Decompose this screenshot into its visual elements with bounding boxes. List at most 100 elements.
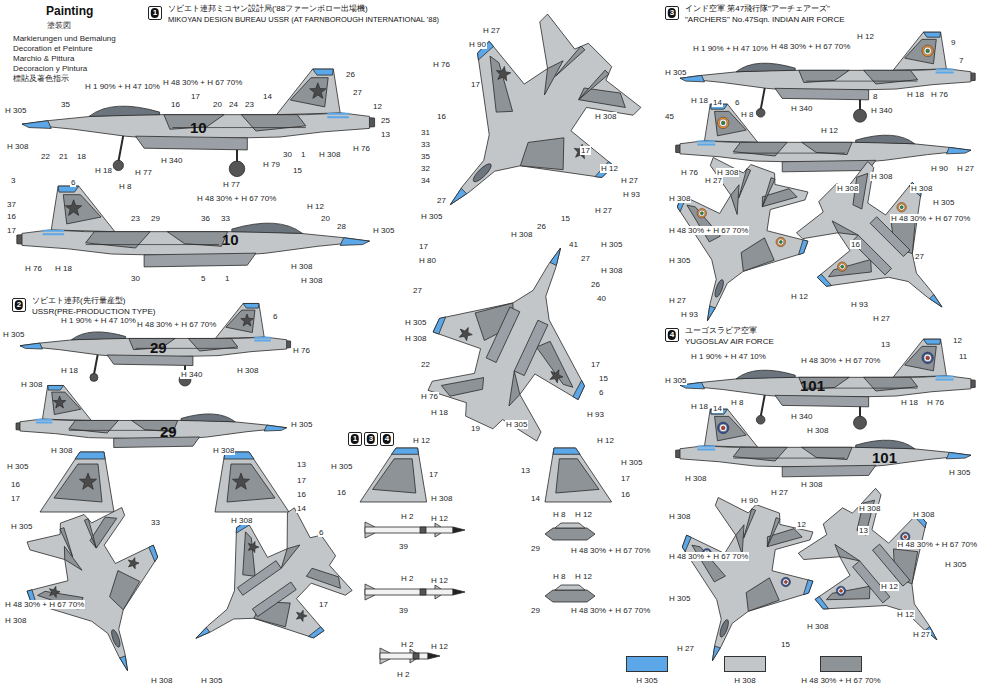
callout-label: 27	[914, 252, 925, 261]
callout-label: 15	[598, 374, 609, 383]
roundel	[721, 121, 725, 125]
callout-label: 12	[372, 102, 383, 111]
star-insignia	[47, 586, 61, 600]
side-view	[16, 385, 287, 447]
callout-label: 31	[420, 128, 431, 137]
callout-label: H 76	[432, 60, 451, 69]
tail-fin	[704, 409, 757, 447]
missile-nose	[428, 653, 440, 659]
roundel	[775, 236, 787, 248]
section-heading: "ARCHERS" No.47Sqn. INDIAN AIR FORCE	[685, 15, 845, 24]
radome	[340, 238, 369, 246]
callout-label: 16	[296, 490, 307, 499]
section-number-box: 2ソビエト連邦(先行量産型)USSR(PRE-PRODUCTION TYPE)	[12, 298, 26, 312]
callout-label: 12	[952, 336, 963, 345]
camouflage	[733, 447, 787, 461]
fin-view	[545, 448, 612, 502]
canopy	[713, 279, 725, 298]
star-insignia	[65, 200, 81, 216]
callout-label: 6	[70, 178, 76, 187]
callout-label: 9	[950, 38, 956, 47]
intake	[136, 136, 248, 150]
callout-label: 25	[380, 116, 391, 125]
top-view	[781, 473, 982, 683]
callout-label: 30	[130, 274, 141, 283]
missile-band	[420, 527, 426, 533]
callout-label: 26	[345, 70, 356, 79]
camouflage	[86, 232, 151, 248]
section-number: 1	[151, 8, 159, 18]
camouflage	[556, 459, 599, 493]
callout-label: H 1 90% + H 47 10%	[690, 352, 767, 361]
section-number: 4	[383, 434, 391, 444]
panel-line	[733, 153, 845, 154]
callout-label: H 308	[668, 512, 691, 521]
fin-tip	[923, 339, 940, 344]
camouflage	[799, 70, 849, 82]
top-view	[780, 145, 982, 354]
callout-label: 13	[520, 466, 531, 475]
pylon-body	[545, 590, 595, 602]
callout-label: 16	[336, 488, 347, 497]
callout-label: H 76	[352, 144, 371, 153]
callout-label: H 305	[664, 68, 687, 77]
callout-label: 29	[530, 544, 541, 553]
intake	[252, 582, 296, 617]
callout-label: H 308	[50, 446, 73, 455]
callout-label: 15	[292, 166, 303, 175]
callout-label: H 76	[24, 264, 43, 273]
roundel	[895, 201, 908, 214]
roundel	[717, 117, 729, 129]
callout-label: 32	[420, 164, 431, 173]
roundel	[780, 576, 792, 588]
callout-label: H 27	[668, 296, 687, 305]
camouflage	[740, 572, 785, 620]
callout-label: H 2	[400, 640, 414, 649]
camouflage	[241, 115, 306, 131]
airframe	[407, 214, 633, 456]
callout-label: 29	[530, 606, 541, 615]
callout-label: 20	[320, 214, 331, 223]
roundel	[926, 356, 930, 360]
canopy	[471, 162, 494, 185]
color-swatch	[820, 656, 862, 672]
radome	[264, 425, 286, 431]
missile-band	[413, 653, 419, 659]
callout-label: H 12	[856, 32, 875, 41]
callout-label: H 305	[668, 594, 691, 603]
missile-body	[380, 653, 428, 659]
callout-label: H 2	[396, 670, 410, 679]
camouflage	[373, 459, 416, 493]
callout-label: H 308	[684, 474, 707, 483]
callout-label: 17	[580, 146, 591, 155]
callout-label: 13	[296, 460, 307, 469]
callout-label: H 18	[54, 264, 73, 273]
tail-fin	[215, 452, 289, 512]
callout-label: H 308	[836, 184, 859, 193]
stripe	[936, 377, 954, 380]
callout-label: H 48 30% + H 67 70%	[890, 214, 971, 223]
section-number: 3	[367, 434, 375, 444]
legend-text: H 308	[733, 676, 756, 685]
callout-label: H 305	[372, 226, 395, 235]
camouflage	[52, 392, 81, 414]
camouflage	[167, 232, 227, 247]
intake	[873, 544, 910, 586]
wing-tip	[433, 315, 446, 335]
callout-label: H 305	[200, 676, 223, 685]
callout-label: H 93	[850, 300, 869, 309]
callout-label: 41	[568, 240, 579, 249]
callout-label: H 340	[790, 104, 813, 113]
callout-label: 17	[418, 242, 429, 251]
wing-tip	[803, 579, 813, 596]
callout-label: H 27	[676, 644, 695, 653]
aircraft-marking: 29	[150, 340, 167, 355]
camouflage	[576, 72, 630, 126]
callout-label: H 308	[806, 426, 829, 435]
tail-fin	[51, 186, 115, 232]
callout-label: H 305	[948, 468, 971, 477]
callout-label: H 48 30% + H 67 70%	[668, 226, 749, 235]
callout-label: 33	[150, 518, 161, 527]
callout-label: 14	[712, 98, 723, 107]
